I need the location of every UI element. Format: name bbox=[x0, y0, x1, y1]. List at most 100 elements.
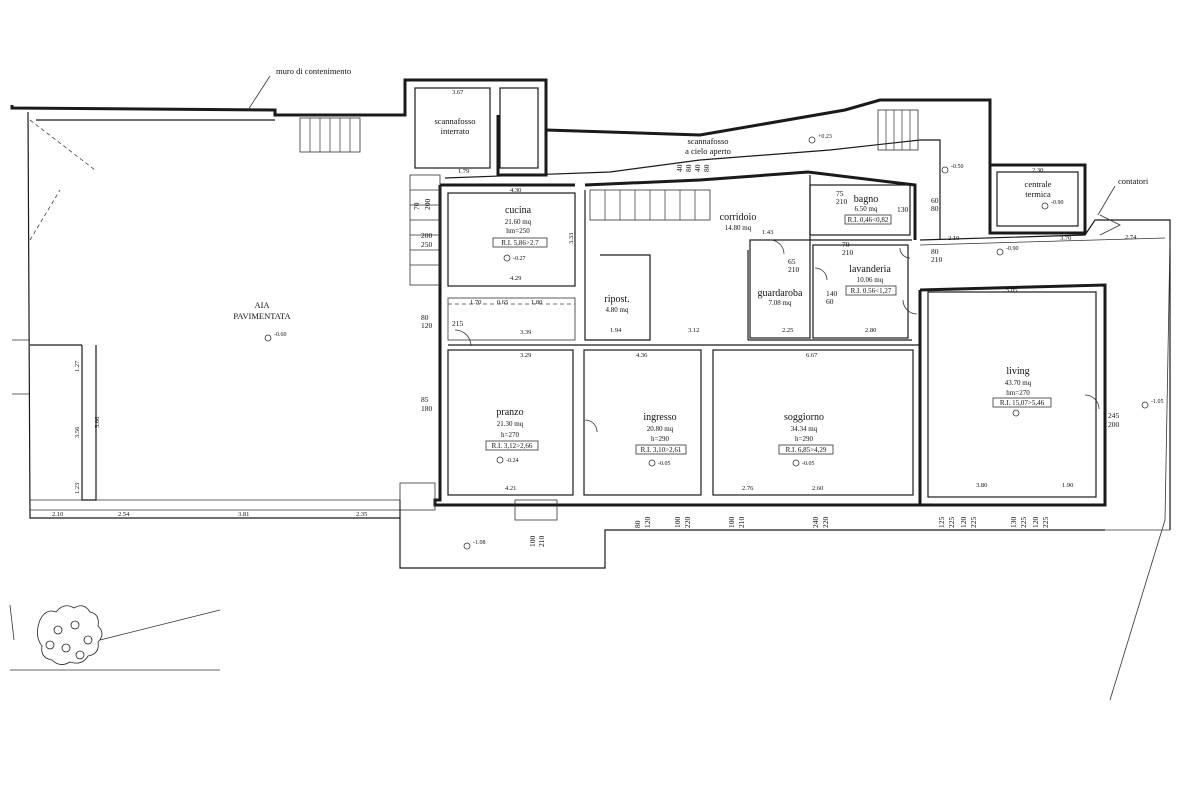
label-doors-d7b: 200 bbox=[1108, 420, 1120, 429]
label-doors-b7a: 120 bbox=[959, 517, 968, 529]
label-rooms-bagno-ri: R.I. 0,46<0,82 bbox=[848, 216, 889, 224]
label-doors-b1b: 210 bbox=[537, 536, 546, 548]
label-dims-bottom-1: 2.54 bbox=[118, 511, 130, 518]
bottom-door-labels: 100 210 80 120 100 220 100 210 240 220 1… bbox=[528, 517, 1050, 548]
label-rooms-living-ri: R.I. 15,07>5,46 bbox=[1000, 399, 1045, 407]
label-dims-lav_right: 2.80 bbox=[865, 327, 876, 334]
label-doors-b5a: 240 bbox=[811, 517, 820, 529]
room-corridoio: corridoio 14.80 mq bbox=[720, 212, 757, 232]
label-doors-d11a: 65 bbox=[788, 257, 796, 266]
room-bagno: bagno 6.50 mq R.I. 0,46<0,82 bbox=[844, 194, 892, 225]
room-ripost: ripost. 4.80 mq bbox=[604, 294, 629, 314]
label-dims-scann_left: 1.79 bbox=[458, 168, 469, 175]
label-levels-scann: +0.23 bbox=[818, 134, 832, 140]
label-dims-sogg_bottom2: 2.60 bbox=[812, 485, 823, 492]
label-doors-b6b: 225 bbox=[947, 517, 956, 529]
label-rooms-cucina-h: hm=250 bbox=[506, 227, 530, 235]
label-doors-d8b: 210 bbox=[842, 248, 854, 257]
label-rooms-ingresso-h: h=290 bbox=[651, 435, 669, 443]
label-dims-bottom-2: 3.81 bbox=[238, 511, 249, 518]
label-dims-mid_c: 1.80 bbox=[531, 299, 542, 306]
aia-label: AIA PAVIMENTATA bbox=[233, 300, 291, 321]
stair-top-left bbox=[299, 117, 361, 153]
label-dims-left_a: 1.27 bbox=[74, 360, 81, 372]
label-dims-bottom-3: 2.35 bbox=[356, 511, 367, 518]
passage bbox=[447, 297, 576, 341]
label-doors-top4: 80 bbox=[702, 164, 711, 172]
label-doors-d3b: 180 bbox=[421, 404, 433, 413]
label-dims-pranzo_top: 3.29 bbox=[520, 352, 531, 359]
label-levels-centrale: -0.90 bbox=[1051, 200, 1064, 206]
retaining-wall-label: muro di contenimento bbox=[247, 66, 351, 111]
label-rooms-pranzo-h: h=270 bbox=[501, 431, 519, 439]
label-dims-centr_top: 2.30 bbox=[1032, 167, 1043, 174]
label-doors-d10: 130 bbox=[897, 205, 909, 214]
label-dims-left_c: 5.66 bbox=[94, 416, 101, 428]
dimensions: 2.10 2.54 3.81 2.35 4.30 4.29 3.67 1.79 … bbox=[52, 89, 1137, 518]
label-dims-bagno_dim: 1.43 bbox=[762, 229, 773, 236]
centrale-text-2: termica bbox=[1025, 189, 1051, 199]
label-rooms-living-area: 43.70 mq bbox=[1005, 379, 1032, 387]
label-dims-ingresso_top: 4.36 bbox=[636, 352, 648, 359]
label-doors-d6a: 80 bbox=[931, 247, 939, 256]
label-doors-b5b: 220 bbox=[821, 517, 830, 529]
label-rooms-ingresso-area: 20.80 mq bbox=[647, 425, 674, 433]
label-doors-top1: 40 bbox=[675, 164, 684, 172]
room-soggiorno: soggiorno 34.34 mq h=290 R.I. 6,85>4,29 … bbox=[778, 412, 834, 467]
label-dims-living_bottom2: 1.90 bbox=[1062, 482, 1073, 489]
label-doors-d13: 60 bbox=[826, 297, 834, 306]
label-rooms-guardaroba-area: 7.08 mq bbox=[769, 299, 792, 307]
label-doors-b9b: 225 bbox=[1041, 517, 1050, 529]
contatori-text: contatori bbox=[1118, 176, 1149, 186]
label-rooms-living-name: living bbox=[1006, 366, 1029, 377]
label-dims-cucina_side: 3.33 bbox=[568, 233, 575, 244]
label-doors-d1a: 200 bbox=[421, 231, 433, 240]
label-doors-d9b: 210 bbox=[836, 197, 848, 206]
label-dims-right_c: 2.74 bbox=[1125, 234, 1137, 241]
aia-text-2: PAVIMENTATA bbox=[233, 311, 291, 321]
label-doors-d12: 140 bbox=[826, 289, 838, 298]
tree-sketch bbox=[9, 604, 221, 671]
label-rooms-ingresso-ri: R.I. 3,10>2,61 bbox=[641, 446, 682, 454]
label-rooms-cucina-ri: R.I. 5,86>2.7 bbox=[501, 239, 539, 247]
label-doors-d14: 215 bbox=[452, 319, 464, 328]
label-dims-living_bottom: 3.80 bbox=[976, 482, 987, 489]
room-ingresso: ingresso 20.80 mq h=290 R.I. 3,10>2,61 -… bbox=[635, 412, 687, 467]
label-rooms-ripost-name: ripost. bbox=[604, 294, 629, 305]
label-doors-b2b: 120 bbox=[643, 517, 652, 529]
door-labels: 200 250 80 120 85 180 60 80 80 210 245 2… bbox=[412, 189, 1120, 429]
label-levels-soggiorno: -0.05 bbox=[802, 461, 815, 467]
label-doors-d5a: 60 bbox=[931, 196, 939, 205]
label-dims-right_b: 3.70 bbox=[1060, 235, 1071, 242]
label-doors-d1b: 250 bbox=[421, 240, 433, 249]
scannafosso-interrato: scannafosso interrato bbox=[403, 78, 548, 177]
label-dims-lav_bottom: 2.25 bbox=[782, 327, 793, 334]
front-porch bbox=[399, 482, 1105, 569]
label-dims-mid_a: 1.70 bbox=[470, 299, 481, 306]
label-doors-d7a: 245 bbox=[1108, 411, 1120, 420]
room-pranzo: pranzo 21.30 mq h=270 R.I. 3,12>2,66 -0.… bbox=[485, 407, 539, 464]
label-dims-living_top: 5.05 bbox=[1006, 287, 1017, 294]
label-rooms-bagno-name: bagno bbox=[854, 194, 878, 205]
label-levels-living: -1.05 bbox=[1151, 399, 1164, 405]
room-lavanderia: lavanderia 10.06 mq R.I. 0.56<1,27 bbox=[845, 264, 897, 296]
label-doors-d4b: 200 bbox=[423, 199, 432, 211]
label-rooms-corridoio-area: 14.80 mq bbox=[725, 224, 752, 232]
muro-text: muro di contenimento bbox=[276, 66, 351, 76]
label-dims-bottom-0: 2.10 bbox=[52, 511, 63, 518]
label-dims-cucina_top: 4.30 bbox=[510, 187, 521, 194]
label-doors-b4b: 210 bbox=[737, 517, 746, 529]
label-doors-d5b: 80 bbox=[931, 204, 939, 213]
label-doors-top2: 80 bbox=[684, 164, 693, 172]
scann-ap-text-2: a cielo aperto bbox=[685, 146, 731, 156]
label-doors-b3b: 220 bbox=[683, 517, 692, 529]
label-doors-d3a: 85 bbox=[421, 395, 429, 404]
label-dims-corr_bottom: 3.12 bbox=[688, 327, 699, 334]
interior-stairs bbox=[409, 174, 711, 286]
right-terrace: contatori bbox=[919, 176, 1171, 701]
label-dims-pranzo_bottom: 4.21 bbox=[505, 485, 516, 492]
label-rooms-pranzo-name: pranzo bbox=[496, 407, 523, 418]
label-dims-sogg_bottom: 2.76 bbox=[742, 485, 754, 492]
label-dims-sogg_top: 6.67 bbox=[806, 352, 818, 359]
label-rooms-soggiorno-name: soggiorno bbox=[784, 412, 824, 423]
